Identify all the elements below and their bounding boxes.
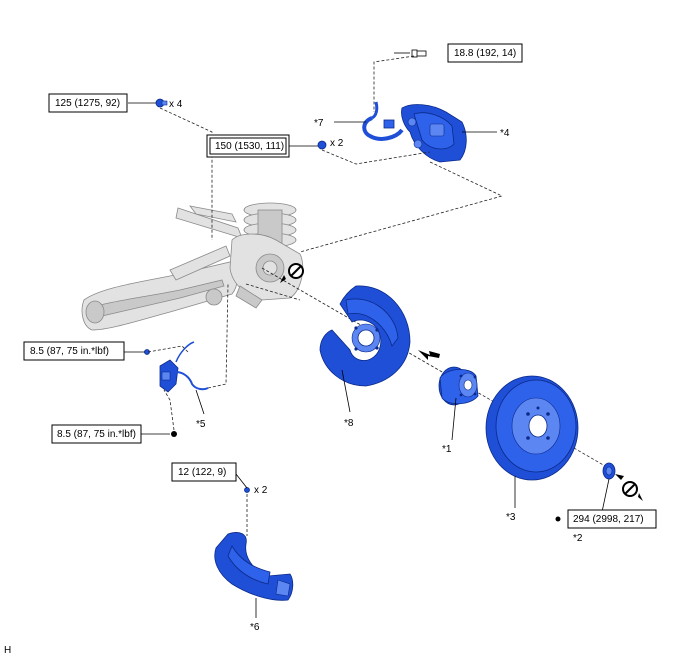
part-label-1: *1 (442, 444, 452, 455)
bolt-8-5-lower (171, 431, 177, 437)
torque-spec-12: 12 (122, 9) (171, 462, 237, 482)
part-label-7: *7 (314, 118, 324, 129)
bullet-icon (555, 516, 561, 522)
torque-spec-150: 150 (1530, 111) (206, 134, 290, 158)
torque-spec-text: 150 (1530, 111) (215, 141, 284, 152)
bolt-125 (155, 98, 168, 108)
hub-nut (602, 462, 616, 480)
brake-disc (485, 375, 579, 481)
part-label-8: *8 (344, 418, 354, 429)
suspension-knuckle-assembly (81, 202, 304, 331)
label-leader-lines (124, 52, 610, 618)
part-label-5: *5 (196, 419, 206, 430)
torque-spec-text: 125 (1275, 92) (55, 98, 120, 109)
torque-spec-8-5-upper: 8.5 (87, 75 in.*lbf) (23, 341, 125, 361)
part-label-6: *6 (250, 622, 260, 633)
torque-spec-294: 294 (2998, 217) (567, 509, 657, 529)
part-label-4: *4 (500, 128, 510, 139)
speed-sensor (159, 341, 209, 393)
torque-spec-text: 8.5 (87, 75 in.*lbf) (57, 429, 136, 440)
torque-spec-8-5-lower: 8.5 (87, 75 in.*lbf) (51, 424, 142, 444)
quantity-label: x 2 (330, 138, 344, 149)
figure-code: H (4, 645, 11, 656)
brake-caliper (401, 104, 467, 163)
arrow-icon (418, 350, 440, 360)
bolt-12 (244, 487, 250, 493)
torque-spec-125: 125 (1275, 92) (48, 93, 128, 113)
torque-spec-18-8: 18.8 (192, 14) (447, 43, 523, 63)
mudguard (214, 532, 294, 601)
quantity-label: x 2 (254, 485, 268, 496)
quantity-label: x 4 (169, 99, 183, 110)
bolt-18-8 (411, 49, 427, 58)
part-label-2: *2 (573, 533, 583, 544)
torque-spec-text: 294 (2998, 217) (573, 514, 644, 525)
bolt-150 (317, 140, 327, 150)
dust-cover (319, 285, 411, 387)
part-label-3: *3 (506, 512, 516, 523)
torque-spec-text: 18.8 (192, 14) (454, 48, 516, 59)
do-not-reuse-icon (615, 474, 643, 501)
assembly-leader-lines (147, 55, 504, 536)
hub-bearing (438, 366, 479, 406)
torque-spec-text: 12 (122, 9) (178, 467, 226, 478)
do-not-reuse-icon (280, 263, 304, 283)
torque-spec-text: 8.5 (87, 75 in.*lbf) (30, 346, 109, 357)
brake-hose (362, 101, 404, 141)
